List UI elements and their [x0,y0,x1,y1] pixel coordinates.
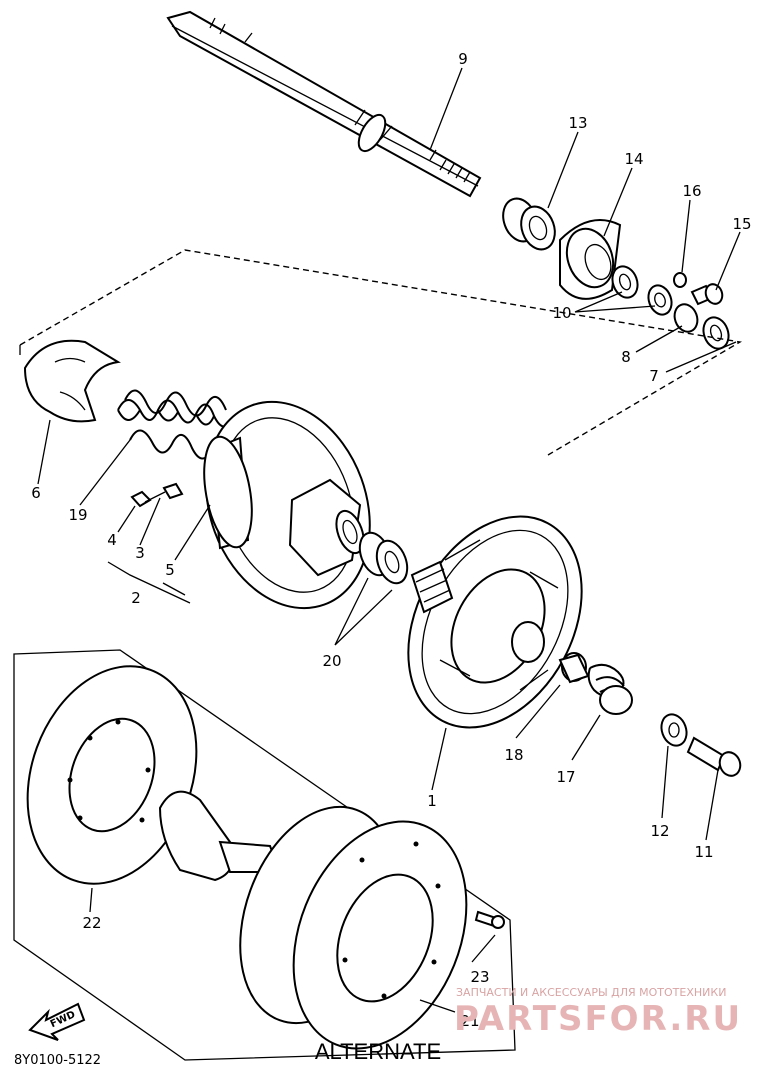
callout-1: 1 [427,792,437,810]
callout-4: 4 [107,531,117,549]
spring-part-19 [117,389,233,460]
washers-part-20 [358,531,409,585]
flange-part-14 [559,219,622,300]
bearing-part-13 [502,197,556,251]
washers-group [611,265,730,350]
callout-16: 16 [682,182,701,200]
watermark: ЗАПЧАСТИ И АКСЕССУАРЫ ДЛЯ МОТОТЕХНИКИ PA… [454,986,742,1039]
callout-19: 19 [68,506,87,524]
callout-22: 22 [82,914,101,932]
small-parts-2-5 [130,482,184,508]
callout-14: 14 [624,150,643,168]
callout-11: 11 [694,843,713,861]
disc-part-22 [26,665,198,885]
callout-6: 6 [31,484,41,502]
alternate-label: ALTERNATE [315,1039,441,1064]
callout-18: 18 [504,746,523,764]
watermark-brand: PARTSFOR.RU [454,999,742,1039]
diagram-code: 8Y0100-5122 [14,1053,101,1068]
callout-12: 12 [650,822,669,840]
callout-8: 8 [621,348,631,366]
fixed-sheave-part-1 [407,515,583,729]
leader-lines [37,67,741,1013]
callout-21: 21 [460,1012,479,1030]
alternate-frame [13,649,516,1061]
callout-7: 7 [649,367,659,385]
cam-part-6 [23,339,121,423]
callout-17: 17 [556,768,575,786]
callout-2: 2 [131,589,141,607]
upper-assembly-frame [19,249,743,456]
callout-15: 15 [732,215,751,233]
fwd-arrow-icon: FWD [28,1002,86,1041]
callout-5: 5 [165,561,175,579]
watermark-tagline: ЗАПЧАСТИ И АКСЕССУАРЫ ДЛЯ МОТОТЕХНИКИ [456,986,726,999]
parts-11-12-17-18 [558,652,742,777]
movable-sheave [203,400,371,610]
callout-labels: 1 2 3 4 5 6 7 8 9 10 11 12 13 14 15 16 1… [31,50,751,1030]
shaft-part-9 [166,10,482,198]
callout-13: 13 [568,114,587,132]
callout-10: 10 [552,304,571,322]
callout-23: 23 [470,968,489,986]
callout-9: 9 [458,50,468,68]
callout-3: 3 [135,544,145,562]
callout-20: 20 [322,652,341,670]
sheave-part-21 [239,805,468,1050]
